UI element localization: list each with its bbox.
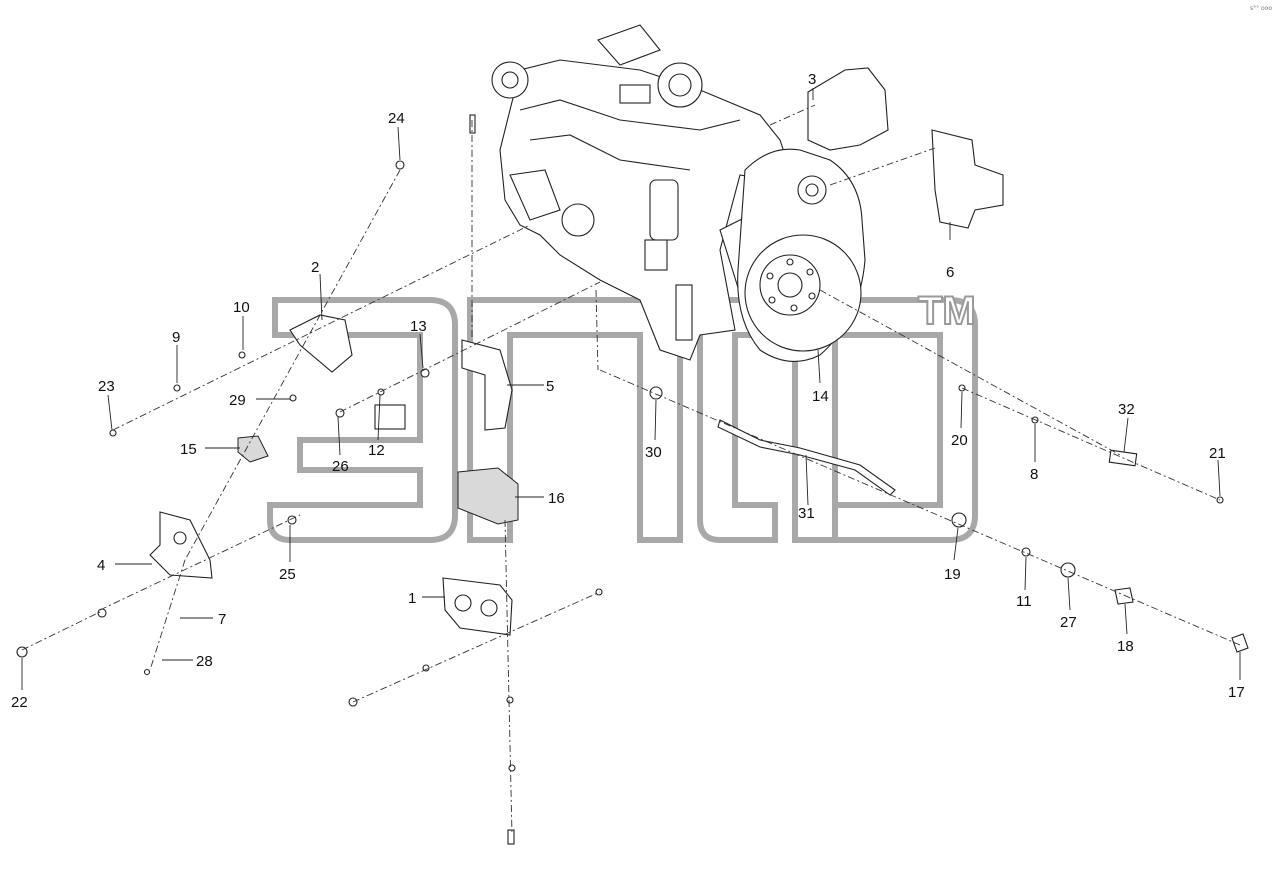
engine-assembly [491, 24, 866, 362]
flywheel-bolts [766, 258, 816, 312]
callout-26: 26 [332, 458, 349, 475]
callout-15: 15 [180, 441, 197, 458]
callout-2: 2 [311, 259, 319, 276]
part-3-bracket [807, 67, 889, 151]
callout-18: 18 [1117, 638, 1134, 655]
callout-8: 8 [1030, 466, 1038, 483]
callout-5: 5 [546, 378, 554, 395]
part-4-plate [149, 511, 213, 579]
callout-7: 7 [218, 611, 226, 628]
callout-20: 20 [951, 432, 968, 449]
callout-32: 32 [1118, 401, 1135, 418]
callout-16: 16 [548, 490, 565, 507]
callout-21: 21 [1209, 445, 1226, 462]
corner-code: s°° ooo [1250, 5, 1272, 12]
part-12-block [374, 404, 406, 430]
callout-25: 25 [279, 566, 296, 583]
callout-13: 13 [410, 318, 427, 335]
part-1-plate [442, 577, 513, 636]
callout-12: 12 [368, 442, 385, 459]
callout-3: 3 [808, 71, 816, 88]
callout-19: 19 [944, 566, 961, 583]
part-2-bracket [289, 314, 353, 373]
callout-9: 9 [172, 329, 180, 346]
assembly-lines [21, 104, 1241, 836]
callout-24: 24 [388, 110, 405, 127]
callout-1: 1 [408, 590, 416, 607]
callout-10: 10 [233, 299, 250, 316]
callout-30: 30 [645, 444, 662, 461]
callout-28: 28 [196, 653, 213, 670]
callout-4: 4 [97, 557, 105, 574]
callout-11: 11 [1016, 593, 1032, 610]
trademark-mark: TM [918, 289, 976, 333]
leader-lines [21, 88, 1241, 690]
callout-14: 14 [812, 388, 829, 405]
callout-31: 31 [798, 505, 815, 522]
callout-27: 27 [1060, 614, 1077, 631]
callout-17: 17 [1228, 684, 1245, 701]
callout-6: 6 [946, 264, 954, 281]
callout-29: 29 [229, 392, 246, 409]
callout-23: 23 [98, 378, 115, 395]
part-15-mount [237, 435, 269, 463]
part-16-mount [457, 467, 519, 525]
part-6-bracket [931, 129, 1004, 229]
callout-labels: 1 2 3 4 5 6 7 8 9 10 11 12 13 14 15 16 1… [11, 71, 1245, 711]
part-5-bracket [461, 339, 513, 431]
callout-22: 22 [11, 694, 28, 711]
